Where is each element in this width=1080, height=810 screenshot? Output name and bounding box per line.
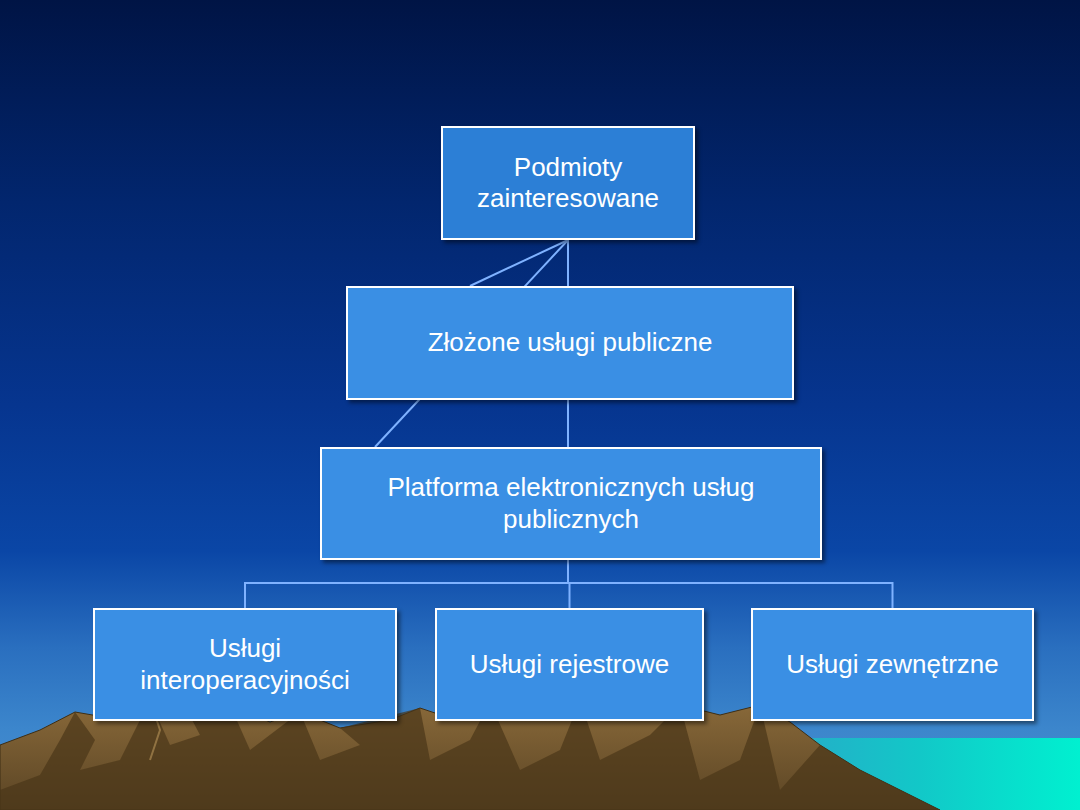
- process-box: Usługi rejestrowe: [435, 608, 704, 721]
- process-box: Platforma elektronicznych usług publiczn…: [320, 447, 822, 560]
- process-box: Usługi zewnętrzne: [751, 608, 1034, 721]
- box-label: Usługi interoperacyjności: [101, 633, 389, 695]
- connector-line: [567, 400, 569, 447]
- connector-line: [245, 560, 568, 608]
- box-label: Podmioty zainteresowane: [449, 152, 687, 214]
- box-label: Usługi rejestrowe: [466, 649, 673, 680]
- process-box: Usługi interoperacyjności: [93, 608, 397, 721]
- connector-line: [567, 240, 569, 286]
- box-label: Złożone usługi publiczne: [424, 327, 717, 358]
- connector-line: [470, 240, 568, 286]
- process-box: Podmioty zainteresowane: [441, 126, 695, 240]
- process-box: Złożone usługi publiczne: [346, 286, 794, 400]
- box-label: Usługi zewnętrzne: [782, 649, 1002, 680]
- box-label: Platforma elektronicznych usług publiczn…: [332, 472, 810, 534]
- connector-line: [568, 560, 893, 608]
